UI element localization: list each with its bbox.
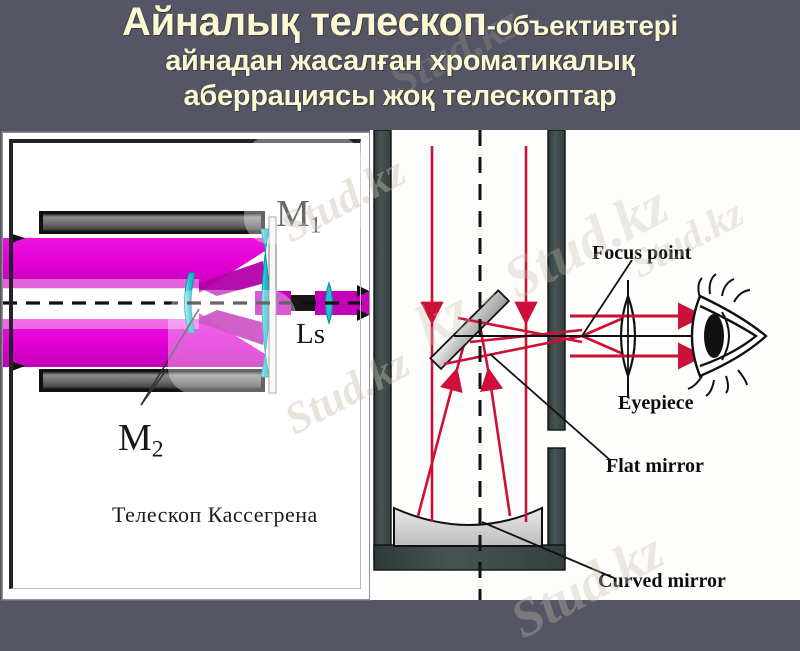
converging-beam-lower — [189, 313, 265, 367]
label-secondary-mirror: M2 — [118, 417, 164, 463]
aperture-arrow-bottom — [9, 361, 25, 372]
label-primary-mirror-sub: 1 — [309, 212, 322, 239]
leader-line-tube — [140, 368, 168, 406]
lower-tube-bar — [39, 369, 265, 392]
aperture-arrow-top — [9, 233, 25, 244]
title-line-2: айнадан жасалған хроматикалық — [165, 44, 635, 77]
reflected-beam-lower — [193, 310, 265, 345]
flat-mirror — [429, 289, 511, 371]
newtonian-figure-panel — [370, 130, 800, 600]
rays-to-eye — [570, 302, 705, 370]
cassegrain-optics-svg — [3, 211, 369, 406]
label-secondary-mirror-sub: 2 — [151, 436, 164, 463]
primary-mirror-backing — [268, 216, 277, 394]
label-focus-point: Focus point — [592, 242, 692, 264]
rays-through-focus — [581, 314, 629, 358]
upper-tube-bar — [39, 211, 265, 234]
label-curved-mirror: Curved mirror — [598, 570, 726, 592]
caption-cassegrain: Телескоп Кассегрена — [112, 502, 318, 527]
title-line-3: аберрациясы жоқ телескоптар — [183, 80, 617, 113]
title-line-1-small: -объективтері — [486, 10, 679, 41]
label-flat-mirror: Flat mirror — [606, 455, 704, 477]
newtonian-optics-svg — [373, 130, 768, 600]
title-line-1: Айналық телескоп-объективтері — [122, 2, 678, 43]
label-eyepiece: Eyepiece — [618, 392, 694, 414]
label-primary-mirror: M1 — [276, 193, 322, 239]
leader-line-M2 — [140, 308, 200, 406]
curved-mirror — [393, 506, 543, 547]
reflected-beam-upper — [193, 261, 265, 296]
title-line-1-main: Айналық телескоп — [122, 0, 487, 44]
beam-soft-edge-upper — [3, 279, 199, 289]
telescope-tube — [373, 130, 566, 571]
label-leader-lines — [481, 259, 633, 579]
slide-title: Айналық телескоп-объективтері айнадан жа… — [0, 0, 800, 128]
eye-illustration — [687, 273, 768, 397]
beam-soft-edge-lower — [3, 319, 199, 329]
cassegrain-figure-panel — [2, 132, 370, 600]
label-light-source: Ls — [296, 318, 325, 350]
converging-beam-upper — [189, 238, 265, 293]
